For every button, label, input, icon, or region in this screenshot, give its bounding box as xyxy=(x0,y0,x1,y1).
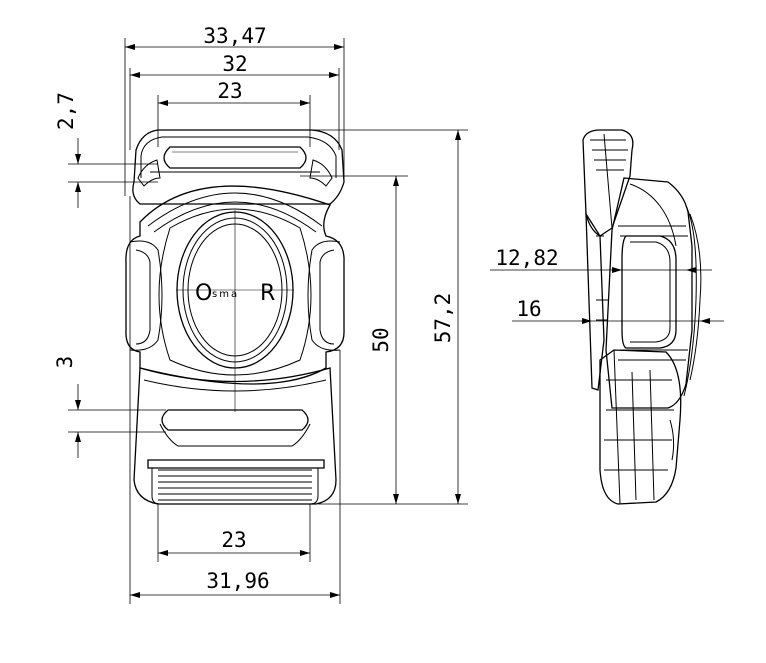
side-top-hook xyxy=(582,129,634,237)
dim-label-overall-height: 57,2 xyxy=(431,293,455,344)
buckle-body xyxy=(125,185,345,385)
side-view xyxy=(582,129,702,505)
top-slot xyxy=(163,146,307,169)
bottom-slot xyxy=(161,409,309,431)
top-loop-outline xyxy=(132,129,345,205)
dim-label-top-slot-width: 23 xyxy=(217,79,242,103)
svg-text:O: O xyxy=(195,281,212,306)
dim-label-overall-top-width: 33,47 xyxy=(203,24,266,48)
side-back-plate xyxy=(585,211,605,391)
side-dimensions: 12,82 16 xyxy=(490,246,724,324)
svg-text:sma: sma xyxy=(212,289,239,300)
side-inner-slot xyxy=(621,235,677,349)
dim-label-slot-height-top: 2,7 xyxy=(54,92,78,130)
dim-label-bottom-slot-width: 23 xyxy=(221,528,246,552)
dim-label-side-depth: 16 xyxy=(516,297,541,321)
front-view: O sma R xyxy=(125,129,345,505)
osmar-logo: O sma R xyxy=(195,281,275,306)
dim-label-slot-height-bottom: 3 xyxy=(53,356,77,369)
dim-label-body-height: 50 xyxy=(369,327,393,352)
side-middle-body xyxy=(605,177,693,409)
dim-label-side-thickness: 12,82 xyxy=(495,246,558,270)
svg-text:R: R xyxy=(260,281,275,306)
dim-label-top-width: 32 xyxy=(222,52,247,76)
bottom-loop-outline xyxy=(133,367,337,505)
front-dimensions: 33,47 32 23 2,7 3 50 57,2 xyxy=(53,24,468,604)
side-bottom-part xyxy=(599,349,682,505)
dim-label-bottom-width: 31,96 xyxy=(206,569,269,593)
